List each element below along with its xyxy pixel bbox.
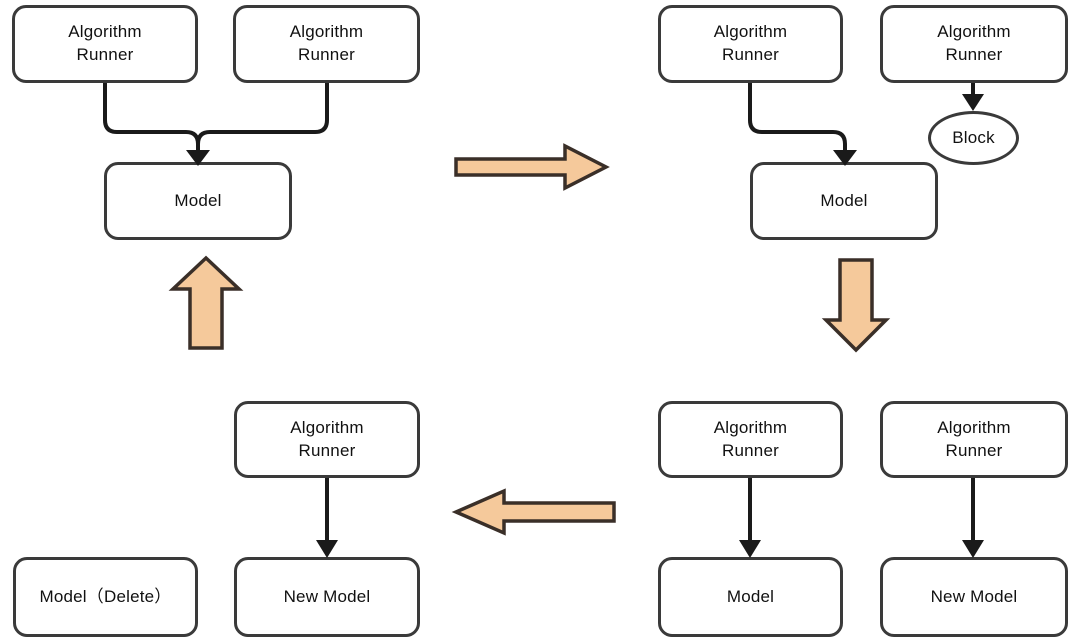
node-br-runner-2[interactable]: Algorithm Runner [880, 401, 1068, 478]
arrowhead-tr-to-block [962, 94, 984, 111]
node-bl-model-delete[interactable]: Model（Delete） [13, 557, 198, 637]
flow-arrow-left[interactable] [451, 488, 616, 536]
node-br-runner-1[interactable]: Algorithm Runner [658, 401, 843, 478]
node-br-new-model[interactable]: New Model [880, 557, 1068, 637]
node-tr-runner-1[interactable]: Algorithm Runner [658, 5, 843, 83]
connector-tr-runner-1-to-model [748, 83, 847, 152]
node-tl-model[interactable]: Model [104, 162, 292, 240]
node-tr-model[interactable]: Model [750, 162, 938, 240]
node-tl-runner-1[interactable]: Algorithm Runner [12, 5, 198, 83]
flow-arrow-right[interactable] [454, 143, 610, 191]
node-bl-new-model[interactable]: New Model [234, 557, 420, 637]
flow-arrow-up[interactable] [168, 255, 244, 350]
flow-arrow-down[interactable] [821, 258, 891, 353]
arrowhead-br-to-model [739, 540, 761, 558]
connector-tl-runner-1-to-model [103, 83, 200, 152]
connector-tl-runner-2-to-model [196, 83, 329, 152]
node-br-model[interactable]: Model [658, 557, 843, 637]
node-bl-runner[interactable]: Algorithm Runner [234, 401, 420, 478]
arrowhead-bl-to-new-model [316, 540, 338, 558]
node-tr-block[interactable]: Block [928, 111, 1019, 165]
node-tr-runner-2[interactable]: Algorithm Runner [880, 5, 1068, 83]
node-tl-runner-2[interactable]: Algorithm Runner [233, 5, 420, 83]
arrowhead-br-to-new-model [962, 540, 984, 558]
